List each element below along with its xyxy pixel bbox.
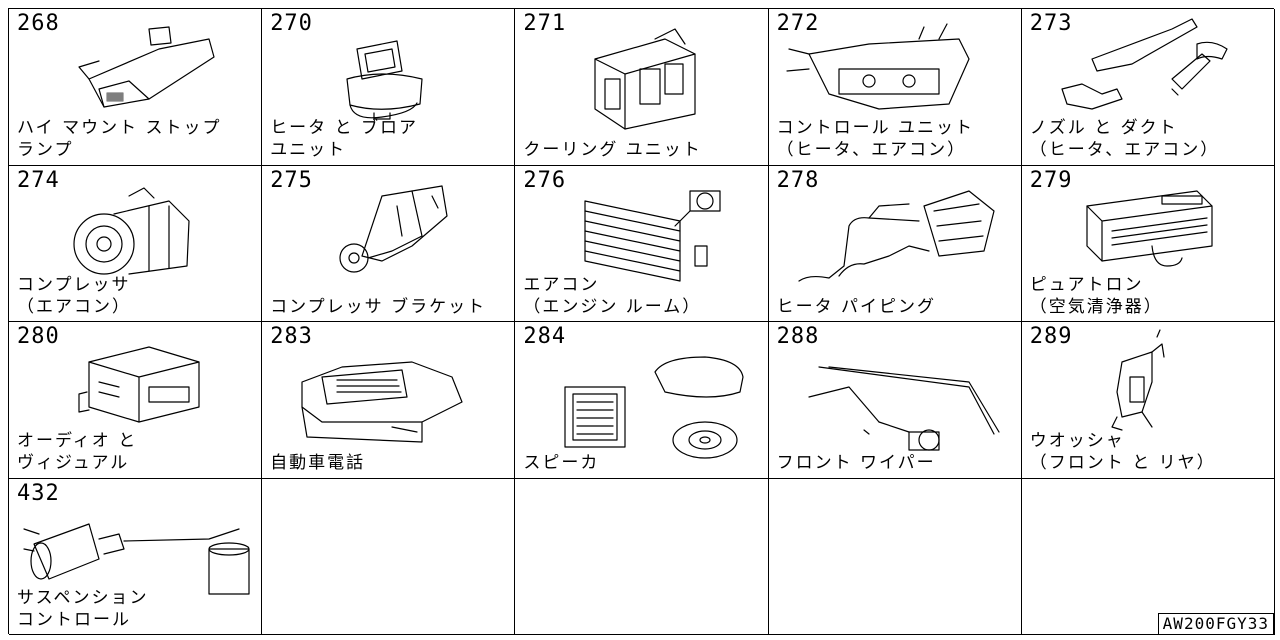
part-label-line: ヴィジュアル [17,453,130,473]
part-label-line: ハイ マウント ストップ [17,118,222,138]
part-label-line: スピーカ [523,453,600,473]
empty-cell [1021,478,1276,635]
part-label-line [777,274,936,296]
part-label-line: （フロント と リヤ） [1029,453,1216,473]
part-number: 274 [17,167,60,193]
part-cell-control-unit[interactable]: 272 コントロール ユニット（ヒータ、エアコン） [768,9,1022,166]
part-label: ヒータ パイピング [777,274,936,318]
part-label-line [523,430,599,452]
part-label-line: ユニット [270,140,347,160]
part-label-line: （エアコン） [17,296,131,317]
part-label-line: （エンジン ルーム） [523,296,702,317]
part-cell-high-mount-stop-lamp[interactable]: 268 ハイ マウント ストップランプ [9,9,263,166]
part-label-line [523,117,701,139]
part-cell-front-wiper[interactable]: 288 フロント ワイパー [768,322,1022,479]
part-label: スピーカ [523,430,599,474]
part-cell-audio-visual[interactable]: 280 オーディオ とヴィジュアル [9,322,263,479]
part-label-line: コンプレッサ ブラケット [270,296,487,317]
part-cell-suspension-control[interactable]: 432 サスペンションコントロール [9,478,263,635]
empty-cell [262,478,516,635]
part-label-line: ノズル と ダクト [1029,118,1178,138]
part-number: 272 [776,11,820,36]
part-number: 432 [17,480,60,506]
empty-cell [515,478,769,635]
part-label-line: 自動車電話 [270,453,366,473]
part-cell-speaker[interactable]: 284 スピーカ [515,322,769,479]
part-number: 288 [776,324,820,349]
part-label-line: コンプレッサ [17,274,131,295]
part-cell-heater-blower-unit[interactable]: 270 ヒータ と ブロアユニット [262,9,516,166]
part-number: 278 [776,167,820,193]
part-number: 280 [17,324,60,349]
part-label-line: ヒータ と ブロア [270,118,418,138]
part-cell-cooling-unit[interactable]: 271 クーリング ユニット [515,9,769,166]
part-number: 276 [523,167,567,193]
part-cell-compressor[interactable]: 274 コンプレッサ（エアコン） [9,165,263,322]
part-label-line: ピュアトロン [1029,274,1144,295]
part-number: 283 [270,324,313,349]
part-label: オーディオ とヴィジュアル [17,430,137,474]
diagram-code: AW200FGY33 [1157,613,1274,635]
part-label-line [777,430,936,452]
part-cell-compressor-bracket[interactable]: 275 コンプレッサ ブラケット [262,165,516,322]
part-label: コントロール ユニット（ヒータ、エアコン） [777,117,974,161]
part-label-line: クーリング ユニット [523,140,702,160]
part-cell-washer[interactable]: 289 ウオッシャ（フロント と リヤ） [1021,322,1276,479]
part-cell-car-phone[interactable]: 283 自動車電話 [262,322,516,479]
part-number: 289 [1029,324,1073,349]
part-number: 275 [270,167,313,193]
part-label: ピュアトロン（空気清浄器） [1030,274,1163,318]
part-label-line: ヒータ パイピング [776,296,936,317]
part-cell-aircon-engine-room[interactable]: 276 エアコン（エンジン ルーム） [515,165,769,322]
part-label: フロント ワイパー [777,430,936,474]
parts-catalog-grid: 268 ハイ マウント ストップランプ 270 ヒータ と ブロアユニット 271 クー… [8,8,1276,635]
part-label-line: （空気清浄器） [1029,296,1163,317]
part-number: 271 [523,11,567,36]
part-label: サスペンションコントロール [17,587,148,631]
part-label: コンプレッサ（エアコン） [17,274,131,318]
part-label: 自動車電話 [270,430,365,474]
part-label: ハイ マウント ストップランプ [17,117,221,161]
part-cell-nozzle-duct[interactable]: 273 ノズル と ダクト（ヒータ、エアコン） [1021,9,1276,166]
part-number: 279 [1029,167,1073,193]
part-cell-heater-piping[interactable]: 278 ヒータ パイピング [768,165,1022,322]
part-label: コンプレッサ ブラケット [270,274,486,318]
part-label: ヒータ と ブロアユニット [270,117,418,161]
part-label: エアコン（エンジン ルーム） [523,274,701,318]
part-label-line: エアコン [523,274,600,295]
part-label-line: コントロール [17,609,131,630]
part-cell-puretron[interactable]: 279 ピュアトロン（空気清浄器） [1021,165,1276,322]
part-number: 284 [523,324,567,349]
part-label: クーリング ユニット [523,117,701,161]
part-label-line: オーディオ と [17,431,138,451]
part-label-line [270,274,486,296]
part-label-line: フロント ワイパー [776,453,936,473]
part-label: ノズル と ダクト（ヒータ、エアコン） [1030,117,1220,161]
part-label: ウオッシャ（フロント と リヤ） [1030,430,1216,474]
part-number: 268 [17,11,60,36]
part-label-line [270,430,365,452]
part-label-line: サスペンション [17,587,149,608]
part-label-line: ランプ [17,140,74,160]
part-label-line: コントロール ユニット [776,118,974,138]
empty-cell [768,478,1022,635]
part-number: 270 [270,11,313,36]
part-label-line: ウオッシャ [1029,431,1125,451]
part-label-line: （ヒータ、エアコン） [776,140,967,160]
part-number: 273 [1029,11,1073,36]
part-label-line: （ヒータ、エアコン） [1029,140,1220,160]
